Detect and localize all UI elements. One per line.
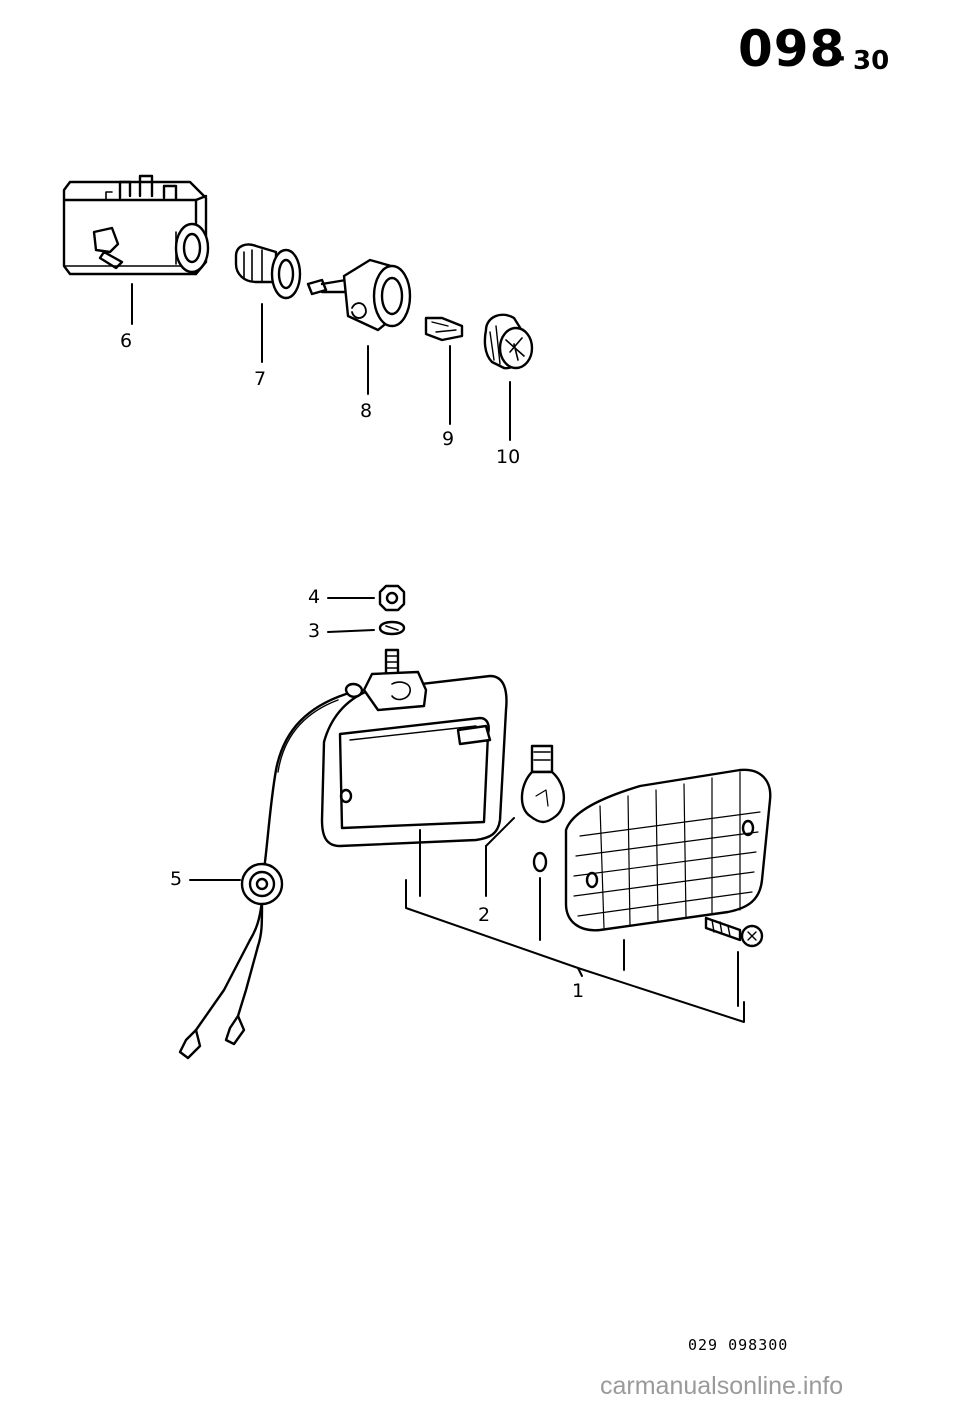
callout-10: 10 <box>496 446 521 468</box>
part-4-nut <box>378 584 406 612</box>
callout-9: 9 <box>442 428 455 450</box>
lamp-lens <box>564 768 772 932</box>
watermark: carmanualsonline.info <box>600 1372 844 1400</box>
cable-harness <box>178 692 348 1060</box>
leader-lines-top <box>131 283 511 441</box>
callout-6: 6 <box>120 330 133 352</box>
reference-code: 029 098300 <box>688 1336 789 1354</box>
callout-8: 8 <box>360 400 373 422</box>
part-10-lens-cap <box>483 313 534 370</box>
part-8-socket-housing <box>306 258 412 332</box>
part-5-grommet <box>240 862 284 906</box>
part-2-bulb <box>520 744 565 824</box>
part-3-washer <box>378 620 406 636</box>
part-7-connector <box>234 243 302 300</box>
lens-screw <box>704 916 764 948</box>
part-6-relay-box <box>62 174 210 276</box>
callout-5: 5 <box>170 868 183 890</box>
callout-4: 4 <box>308 586 321 608</box>
lamp-housing <box>320 670 508 848</box>
callout-3: 3 <box>308 620 321 642</box>
gasket-ring <box>532 851 548 873</box>
callout-2: 2 <box>478 904 491 926</box>
callout-1: 1 <box>572 980 585 1002</box>
leader-lines-bottom <box>189 597 745 1023</box>
part-9-wedge-bulb <box>424 316 464 342</box>
callout-7: 7 <box>254 368 267 390</box>
